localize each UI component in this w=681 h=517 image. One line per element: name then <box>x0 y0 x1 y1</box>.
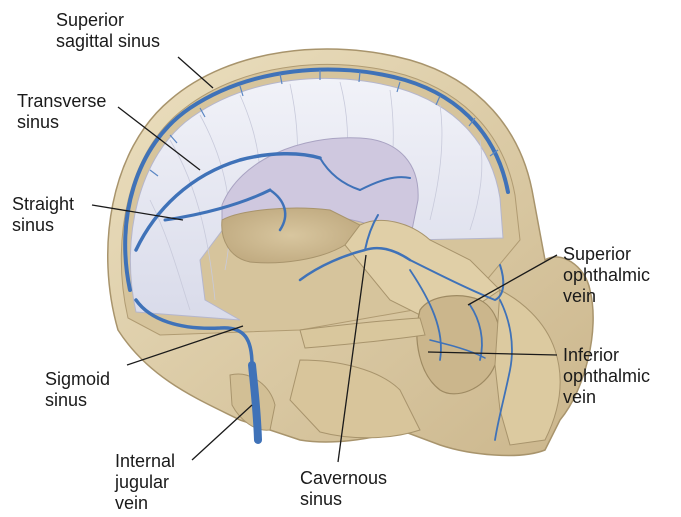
label-sigmoid-sinus: Sigmoid sinus <box>45 369 110 411</box>
internal-jugular-vein-vessel <box>252 365 258 440</box>
label-internal-jugular-vein: Internal jugular vein <box>115 451 175 514</box>
label-straight-sinus: Straight sinus <box>12 194 74 236</box>
label-inferior-ophthalmic-vein: Inferior ophthalmic vein <box>563 345 650 408</box>
leader-internal-jugular-vein <box>192 405 252 460</box>
label-cavernous-sinus: Cavernous sinus <box>300 468 387 510</box>
label-superior-sagittal-sinus: Superior sagittal sinus <box>56 10 160 52</box>
label-superior-ophthalmic-vein: Superior ophthalmic vein <box>563 244 650 307</box>
label-transverse-sinus: Transverse sinus <box>17 91 106 133</box>
